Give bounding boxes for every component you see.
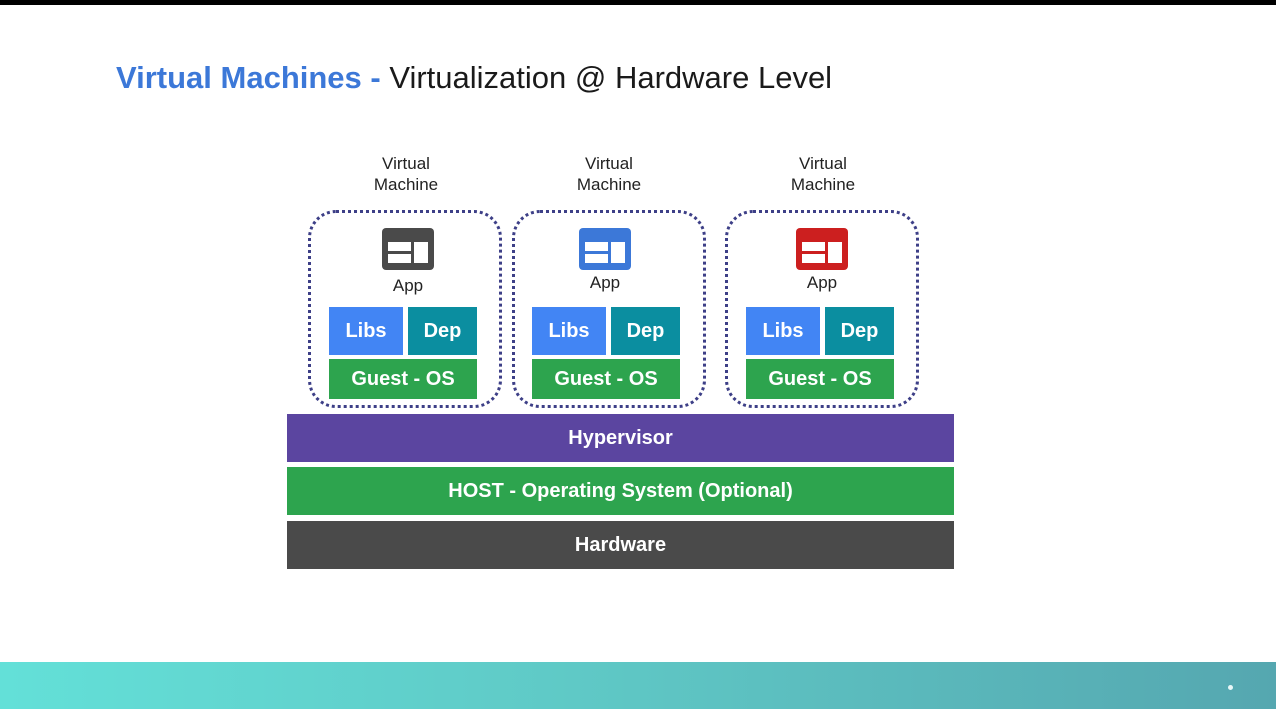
footer-band <box>0 662 1276 709</box>
vm-label-line1: Virtual <box>799 154 847 173</box>
app-window-icon <box>382 228 434 270</box>
hardware-layer: Hardware <box>287 521 954 569</box>
guest-os-block-2: Guest - OS <box>532 359 680 399</box>
vm-container-2 <box>512 210 706 408</box>
vm-container-3 <box>725 210 919 408</box>
vm-container-1 <box>308 210 502 408</box>
dep-block-3: Dep <box>825 307 894 355</box>
vm-label-line1: Virtual <box>585 154 633 173</box>
title-rest: Virtualization @ Hardware Level <box>380 60 833 95</box>
footer-dot <box>1228 685 1233 690</box>
libs-block-2: Libs <box>532 307 606 355</box>
libs-block-1: Libs <box>329 307 403 355</box>
guest-os-block-3: Guest - OS <box>746 359 894 399</box>
app-label-1: App <box>392 276 424 295</box>
libs-block-3: Libs <box>746 307 820 355</box>
app-label-3: App <box>806 273 838 292</box>
vm-label-line2: Machine <box>576 175 642 194</box>
vm-label-1: Virtual Machine <box>341 153 471 195</box>
slide-title: Virtual Machines - Virtualization @ Hard… <box>116 58 832 98</box>
dep-block-2: Dep <box>611 307 680 355</box>
vm-label-line2: Machine <box>790 175 856 194</box>
host-os-layer: HOST - Operating System (Optional) <box>287 467 954 515</box>
app-window-icon <box>579 228 631 270</box>
dep-block-1: Dep <box>408 307 477 355</box>
guest-os-block-1: Guest - OS <box>329 359 477 399</box>
app-window-icon <box>796 228 848 270</box>
vm-label-3: Virtual Machine <box>758 153 888 195</box>
vm-label-line2: Machine <box>373 175 439 194</box>
app-label-2: App <box>589 273 621 292</box>
title-accent: Virtual Machines - <box>116 60 381 95</box>
vm-label-line1: Virtual <box>382 154 430 173</box>
top-border <box>0 0 1276 5</box>
vm-label-2: Virtual Machine <box>544 153 674 195</box>
hypervisor-layer: Hypervisor <box>287 414 954 462</box>
